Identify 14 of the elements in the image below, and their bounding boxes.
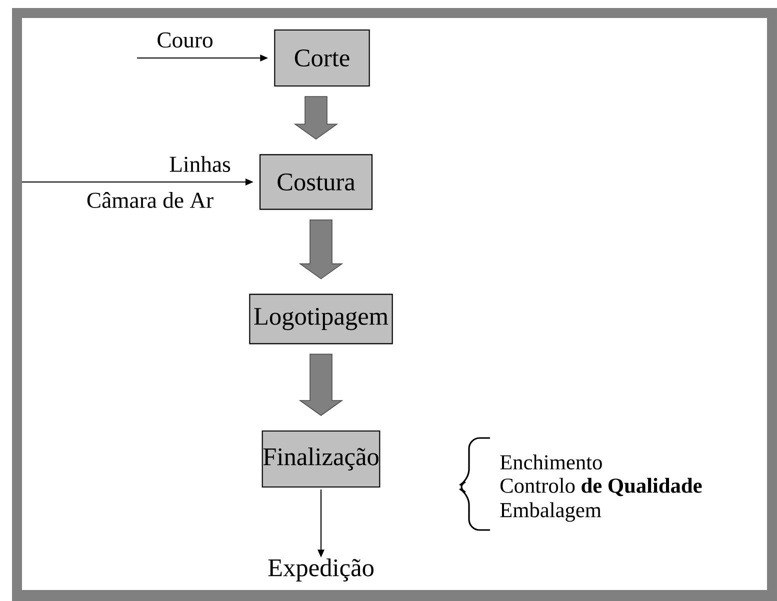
list-item: Controlo de Qualidade (500, 478, 702, 496)
process-box: Costura (259, 154, 373, 210)
block-arrow (294, 96, 338, 140)
block-arrow (298, 219, 344, 280)
process-box: Finalização (262, 430, 380, 488)
process-box: Logotipagem (249, 294, 393, 344)
block-arrow (298, 354, 344, 416)
output-label: Expedição (268, 558, 374, 582)
arrow-label: Câmara de Ar (87, 192, 214, 208)
list-item: Enchimento (500, 454, 602, 470)
list-item: Embalagem (500, 502, 602, 522)
edge-label: Linhas (170, 156, 230, 172)
edge-label: Couro (158, 32, 212, 48)
process-box: Corte (274, 29, 370, 87)
